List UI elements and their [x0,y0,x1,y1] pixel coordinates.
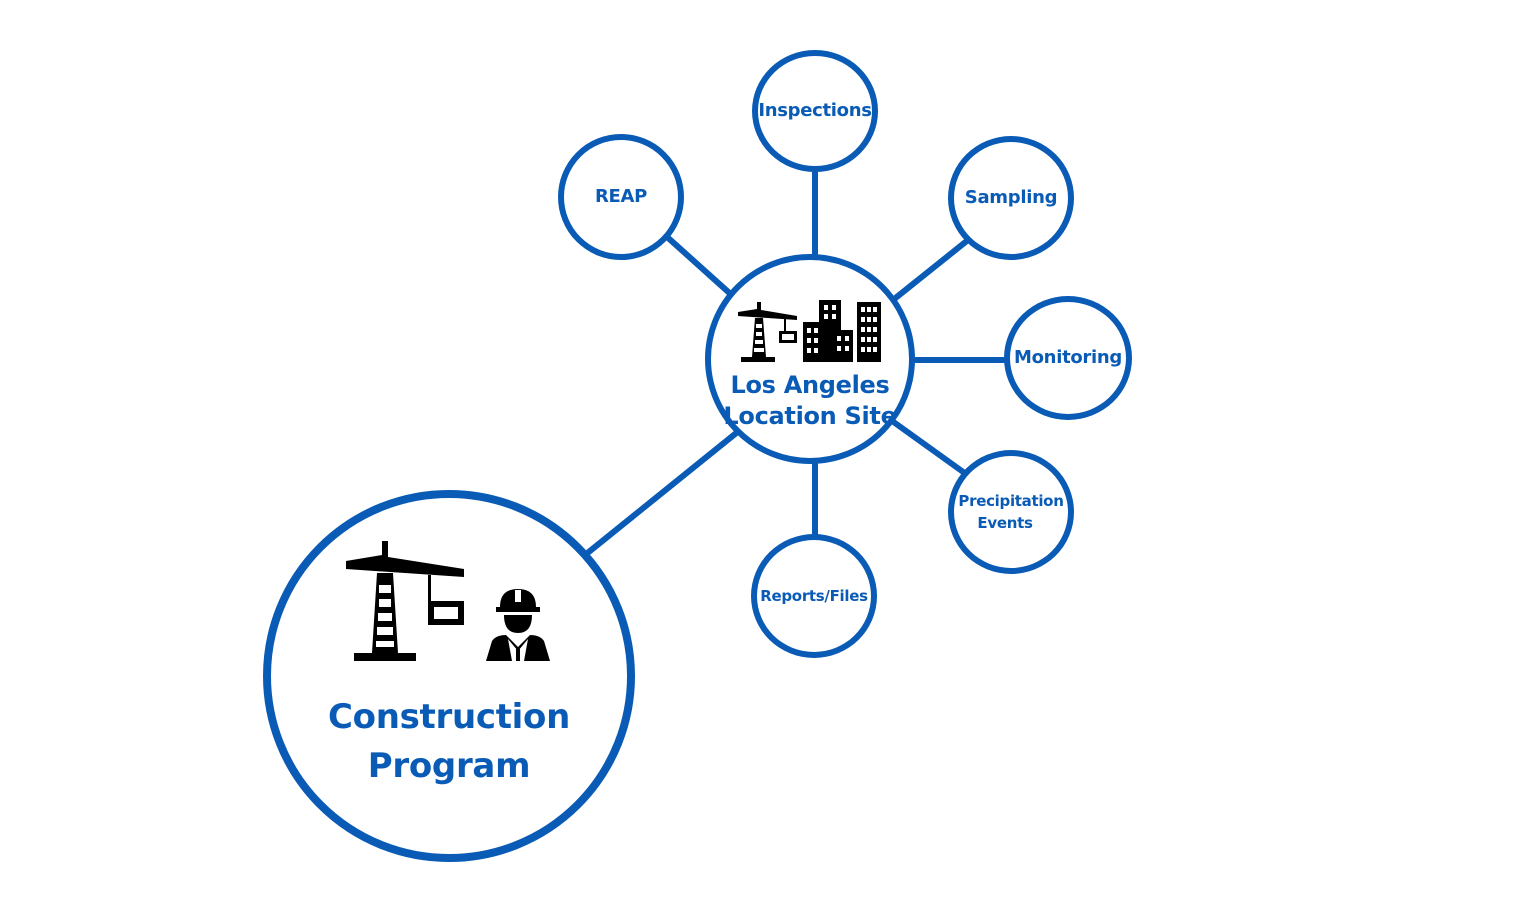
inspections-node[interactable]: Inspections [752,50,878,172]
connector-hub-sampling [891,237,970,303]
connector-root-hub [583,427,742,558]
sampling-label: Sampling [964,187,1058,209]
los-angeles-location-site-node[interactable]: Los Angeles Location Site [705,254,915,464]
construction-program-node[interactable]: Construction Program [263,490,635,862]
tower-crane-icon [344,540,468,663]
tower-crane-icon [737,301,799,362]
location-site-label-line1: Los Angeles [730,370,890,399]
sampling-node[interactable]: Sampling [948,136,1074,260]
reap-node[interactable]: REAP [558,134,684,260]
inspections-label: Inspections [758,100,872,122]
reports-files-node[interactable]: Reports/Files [751,534,877,658]
precipitation-label-line1: Precipitation [958,492,1064,510]
connector-hub-precipitation [886,415,968,477]
precipitation-events-node[interactable]: Precipitation Events [948,450,1074,574]
city-buildings-icon [803,299,883,362]
monitoring-label: Monitoring [1014,347,1122,369]
precipitation-label-line2: Events [977,514,1033,532]
location-site-label-line2: Location Site [723,402,897,430]
construction-program-label-line1: Construction [327,696,570,737]
construction-worker-icon [482,587,554,663]
construction-program-label-line2: Program [367,746,531,786]
monitoring-node[interactable]: Monitoring [1004,296,1132,420]
root-icons [344,540,554,663]
connector-hub-reap [663,233,738,301]
hub-icons [737,299,883,362]
reap-label: REAP [594,186,648,208]
reports-files-label: Reports/Files [760,587,868,605]
